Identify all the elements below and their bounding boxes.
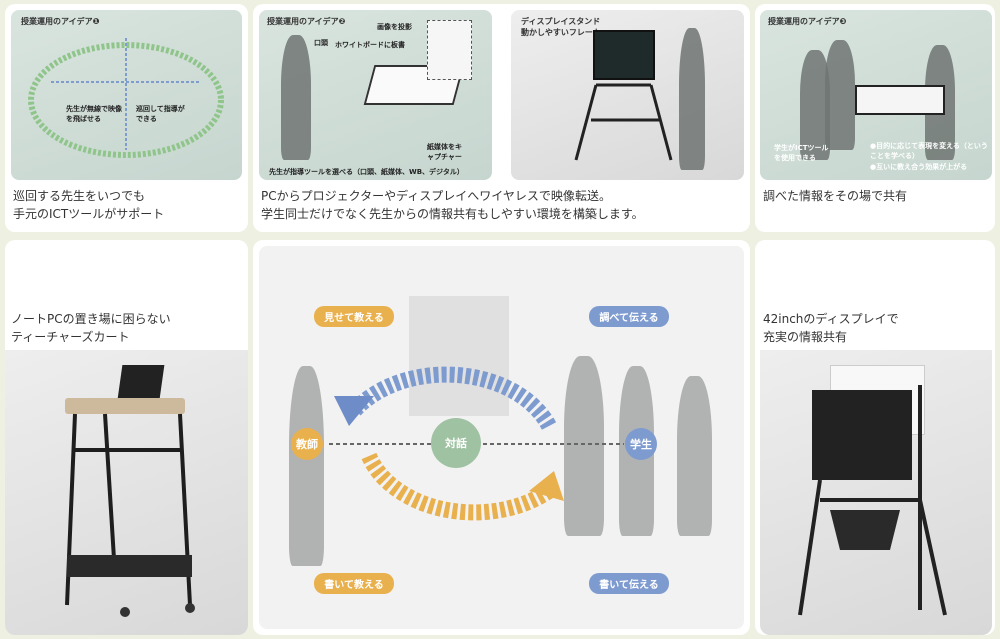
classroom-image: 授業運用のアイデア❶ 先生が無線で映像を飛ばせる 巡回して指導ができる: [11, 10, 242, 180]
projection-screen: [427, 20, 472, 80]
card-display: 42inchのディスプレイで充実の情報共有: [755, 240, 995, 635]
caption: PCからプロジェクターやディスプレイへワイヤレスで映像転送。学生同士だけでなく先…: [261, 189, 644, 221]
student-sharing-image: 授業運用のアイデア❸ 学生がICTツールを使用できる ●目的に応じて表現を変える…: [760, 10, 992, 180]
idea-tag: 授業運用のアイデア❷: [267, 17, 346, 26]
label-oral: 口頭: [314, 39, 328, 47]
dialogue-diagram: 見せて教える 調べて伝える 書いて教える 書いて伝える 教師 対話 学生: [259, 246, 744, 629]
table: [855, 85, 945, 115]
note-expression: ●目的に応じて表現を変える（ということを学べる）: [870, 142, 988, 160]
cart-top: [65, 398, 185, 414]
note-ict: 学生がICTツールを使用できる: [774, 144, 829, 162]
display-screen: [593, 30, 655, 80]
student-silhouette: [564, 356, 604, 536]
idea-tag: 授業運用のアイデア❸: [768, 17, 847, 26]
caption: ノートPCの置き場に困らないティーチャーズカート: [11, 312, 171, 344]
card-idea-3: 授業運用のアイデア❸ 学生がICTツールを使用できる ●目的に応じて表現を変える…: [755, 4, 995, 232]
teacher-tools-image: 授業運用のアイデア❷ 口頭 ホワイトボードに板書 画像を投影 紙媒体をキャプチャ…: [259, 10, 492, 180]
display-42inch-image: [760, 350, 992, 635]
caption: 巡回する先生をいつでも手元のICTツールがサポート: [13, 189, 165, 221]
student-silhouette: [825, 40, 855, 150]
caption: 42inchのディスプレイで充実の情報共有: [763, 312, 899, 344]
label-projection: 画像を投影: [377, 23, 412, 31]
label-capture: 紙媒体をキャプチャー: [427, 143, 462, 161]
circulation-arrows: [28, 38, 224, 158]
cart-frame: [65, 413, 195, 617]
display-screen: [812, 390, 912, 480]
display-tag: ディスプレイスタンド動かしやすいフレーム: [521, 17, 601, 37]
card-cart: ノートPCの置き場に困らないティーチャーズカート: [5, 240, 248, 635]
caption: 調べた情報をその場で共有: [763, 189, 908, 203]
orange-arc-arrow: [361, 452, 554, 521]
note-patrol: 巡回して指導ができる: [136, 105, 185, 123]
orange-arrowhead: [529, 471, 564, 501]
teachers-cart-image: [5, 350, 248, 635]
note-teach: ●互いに教え合う効果が上がる: [870, 163, 968, 171]
label-write-teach: 書いて教える: [314, 573, 394, 594]
person-silhouette: [679, 28, 705, 170]
idea-tag: 授業運用のアイデア❶: [21, 17, 100, 26]
dialogue-circle: 対話: [431, 418, 481, 468]
blue-arrowhead: [334, 396, 374, 426]
teacher-silhouette: [281, 35, 311, 160]
label-show-teach: 見せて教える: [314, 306, 394, 327]
label-tools: 先生が指導ツールを選べる（口頭、紙媒体、WB、デジタル）: [269, 168, 464, 176]
student-silhouette: [677, 376, 712, 536]
card-idea-1: 授業運用のアイデア❶ 先生が無線で映像を飛ばせる 巡回して指導ができる 巡回する…: [5, 4, 248, 232]
cycle-arrows: [329, 366, 624, 521]
teacher-silhouette: [289, 366, 324, 566]
display-background: [409, 296, 509, 416]
label-research-share: 調べて伝える: [589, 306, 669, 327]
note-wireless: 先生が無線で映像を飛ばせる: [66, 105, 122, 123]
label-write-share: 書いて伝える: [589, 573, 669, 594]
stand-frame: [798, 385, 947, 616]
blue-arc-arrow: [348, 366, 557, 430]
card-diagram: 見せて教える 調べて伝える 書いて教える 書いて伝える 教師 対話 学生: [253, 240, 750, 635]
label-whiteboard: ホワイトボードに板書: [335, 41, 405, 49]
card-idea-2: 授業運用のアイデア❷ 口頭 ホワイトボードに板書 画像を投影 紙媒体をキャプチャ…: [253, 4, 750, 232]
stand-frame: [574, 83, 673, 161]
display-stand-image: ディスプレイスタンド動かしやすいフレーム: [511, 10, 744, 180]
student-circle: 学生: [625, 428, 657, 460]
teacher-circle: 教師: [291, 428, 323, 460]
